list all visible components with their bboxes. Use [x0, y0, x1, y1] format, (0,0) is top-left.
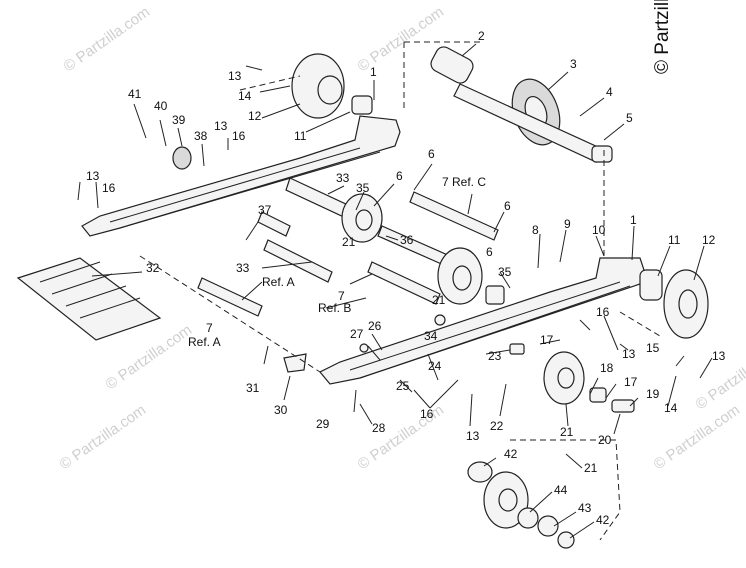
- callout-16b: 16: [232, 129, 246, 143]
- spacer-11: [639, 269, 663, 301]
- callout-13f: 13: [466, 429, 480, 443]
- callout-28: 28: [372, 421, 386, 435]
- callout-9: 9: [564, 217, 571, 231]
- callout-20: 20: [598, 433, 612, 447]
- callout-4: 4: [606, 85, 613, 99]
- callout-layer: 13 14 12 11 1 2 3 4 5 41 40 39 38 13 16 …: [86, 29, 726, 527]
- callout-33b: 33: [236, 261, 250, 275]
- callout-42: 42: [504, 447, 518, 461]
- bearing-42-bottom: [557, 531, 575, 549]
- rod-33: [263, 239, 333, 283]
- callout-19: 19: [646, 387, 660, 401]
- axle-end-cap: [591, 145, 613, 163]
- callout-1b: 1: [630, 213, 637, 227]
- callout-3: 3: [570, 57, 577, 71]
- watermark-top-left: © Partzilla.com: [61, 3, 154, 75]
- callout-36: 36: [400, 233, 414, 247]
- callout-40: 40: [154, 99, 168, 113]
- callout-16d: 16: [420, 407, 434, 421]
- right-rail: [319, 257, 645, 385]
- callout-34: 34: [424, 329, 438, 343]
- callout-11: 11: [294, 129, 307, 143]
- callout-35: 35: [356, 181, 370, 195]
- callout-10: 10: [592, 223, 606, 237]
- callout-41: 41: [128, 87, 142, 101]
- callout-13b: 13: [214, 119, 228, 133]
- callout-30: 30: [274, 403, 288, 417]
- callout-21c: 21: [560, 425, 574, 439]
- callout-7b: 7: [338, 289, 345, 303]
- callout-ref-a: Ref. A: [188, 335, 221, 349]
- callout-31: 31: [246, 381, 260, 395]
- callout-22: 22: [490, 419, 504, 433]
- callout-39: 39: [172, 113, 186, 127]
- parts-artwork: [16, 41, 713, 549]
- callout-13c: 13: [86, 169, 100, 183]
- callout-21d: 21: [584, 461, 598, 475]
- bearing-42-top: [467, 461, 493, 483]
- rod-ref-a: [197, 277, 263, 317]
- callout-7a: 7: [206, 321, 213, 335]
- callout-27: 27: [350, 327, 364, 341]
- watermark-bottom-left: © Partzilla.com: [57, 401, 150, 473]
- callout-14: 14: [238, 89, 252, 103]
- callout-21: 21: [342, 235, 356, 249]
- callout-16c: 16: [102, 181, 116, 195]
- callout-18: 18: [600, 361, 614, 375]
- bumper-30: [283, 353, 307, 373]
- callout-12: 12: [248, 109, 262, 123]
- callout-13: 13: [228, 69, 242, 83]
- rod-ref-b: [367, 261, 441, 305]
- left-rail: [81, 115, 401, 237]
- rod-ref-c: [409, 191, 499, 241]
- callout-21b: 21: [432, 293, 446, 307]
- callout-37: 37: [258, 203, 272, 217]
- callout-6c: 6: [504, 199, 511, 213]
- callout-25: 25: [396, 379, 410, 393]
- callout-24: 24: [428, 359, 442, 373]
- bearing-44: [517, 507, 539, 529]
- callout-8: 8: [532, 223, 539, 237]
- callout-13d: 13: [622, 347, 636, 361]
- callout-43: 43: [578, 501, 592, 515]
- copyright-text: © Partzilla.com: [652, 0, 673, 74]
- callout-13e: 13: [712, 349, 726, 363]
- callout-12b: 12: [702, 233, 716, 247]
- callout-23: 23: [488, 349, 502, 363]
- callout-38: 38: [194, 129, 208, 143]
- small-wheel-left: [172, 146, 192, 170]
- callout-35b: 35: [498, 265, 512, 279]
- callout-11b: 11: [668, 233, 681, 247]
- callout-17: 17: [540, 333, 554, 347]
- snap-ring-43: [537, 515, 559, 537]
- callout-29: 29: [316, 417, 330, 431]
- callout-32: 32: [146, 261, 160, 275]
- callout-ref-a-top: Ref. A: [262, 275, 295, 289]
- callout-42b: 42: [596, 513, 610, 527]
- axle-36: [377, 225, 451, 267]
- callout-ref-b: Ref. B: [318, 301, 351, 315]
- callout-33: 33: [336, 171, 350, 185]
- callout-6b: 6: [428, 147, 435, 161]
- slide-track: [16, 257, 162, 341]
- callout-6d: 6: [486, 245, 493, 259]
- callout-44: 44: [554, 483, 568, 497]
- callout-26: 26: [368, 319, 382, 333]
- callout-17b: 17: [624, 375, 638, 389]
- callout-6: 6: [396, 169, 403, 183]
- spacer-37: [257, 211, 291, 237]
- callout-16: 16: [596, 305, 610, 319]
- callout-15: 15: [646, 341, 660, 355]
- callout-1: 1: [370, 65, 377, 79]
- callout-5: 5: [626, 111, 633, 125]
- callout-14b: 14: [664, 401, 678, 415]
- callout-2: 2: [478, 29, 485, 43]
- callout-ref-c: 7 Ref. C: [442, 175, 486, 189]
